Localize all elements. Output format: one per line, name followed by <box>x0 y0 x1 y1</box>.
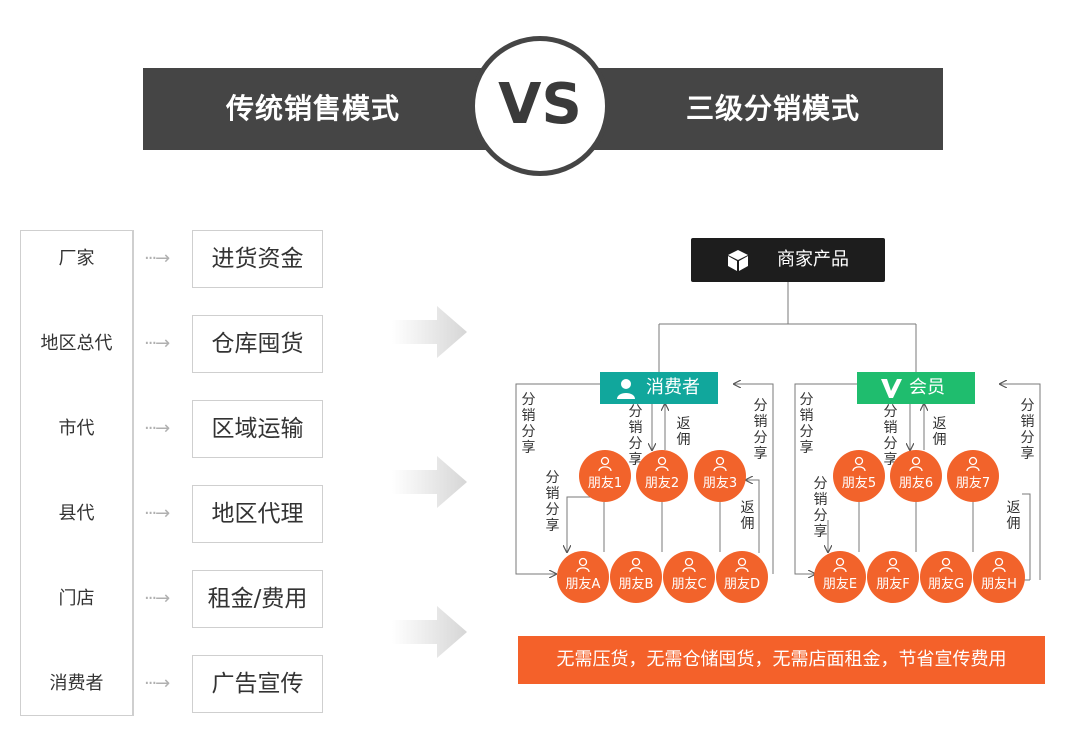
cost-box: 租金/费用 <box>192 570 323 628</box>
traditional-column-frame <box>20 230 133 716</box>
row-label: 市代 <box>58 418 95 439</box>
share-note: 分销分享 <box>753 398 768 462</box>
box-icon <box>728 250 748 271</box>
person-outline-icon <box>939 557 953 573</box>
dotted-arrow-icon: ···→ <box>144 588 170 609</box>
friend-label: 朋友H <box>981 577 1017 592</box>
friend-node: 朋友7 <box>947 450 999 502</box>
friend-label: 朋友C <box>671 577 707 592</box>
person-outline-icon <box>833 557 847 573</box>
friend-node: 朋友A <box>557 551 609 603</box>
traditional-title: 传统销售模式 <box>225 92 400 125</box>
person-outline-icon <box>886 557 900 573</box>
cost-box: 地区代理 <box>192 485 323 543</box>
cost-box: 广告宣传 <box>192 655 323 713</box>
person-outline-icon <box>598 456 612 472</box>
rebate-note: 返佣 <box>1006 500 1021 532</box>
friend-node: 朋友1 <box>579 450 631 502</box>
rebate-note: 返佣 <box>676 416 691 448</box>
friend-label: 朋友5 <box>841 476 877 491</box>
row-label: 县代 <box>58 503 95 524</box>
traditional-row: 市代 ···→ 区域运输 <box>20 400 330 458</box>
share-note: 分销分享 <box>813 476 828 540</box>
person-outline-icon <box>629 557 643 573</box>
friend-node: 朋友3 <box>694 450 746 502</box>
friend-node: 朋友D <box>716 551 768 603</box>
consumer-tag: 消费者 <box>600 372 718 404</box>
dotted-arrow-icon: ···→ <box>144 333 170 354</box>
person-outline-icon <box>852 456 866 472</box>
friend-node: 朋友F <box>867 551 919 603</box>
friend-label: 朋友3 <box>702 476 738 491</box>
rebate-note: 返佣 <box>740 500 755 532</box>
traditional-row: 地区总代 ···→ 仓库囤货 <box>20 315 330 373</box>
person-outline-icon <box>655 456 669 472</box>
benefits-banner: 无需压货，无需仓储囤货，无需店面租金，节省宣传费用 <box>518 636 1045 684</box>
friend-node: 朋友C <box>663 551 715 603</box>
row-label: 厂家 <box>58 248 95 269</box>
friend-label: 朋友D <box>723 577 760 592</box>
cost-box: 仓库囤货 <box>192 315 323 373</box>
big-arrow-icon <box>392 306 467 358</box>
big-arrow-icon <box>392 456 467 508</box>
share-note: 分销分享 <box>883 404 898 468</box>
person-outline-icon <box>909 456 923 472</box>
friend-label: 朋友7 <box>955 476 991 491</box>
friend-label: 朋友E <box>822 577 858 592</box>
share-note: 分销分享 <box>545 470 560 534</box>
member-tag: 会员 <box>857 372 975 404</box>
cost-box: 区域运输 <box>192 400 323 458</box>
traditional-row: 消费者 ···→ 广告宣传 <box>20 655 330 713</box>
friend-label: 朋友F <box>876 577 910 592</box>
friend-label: 朋友G <box>927 577 965 592</box>
person-outline-icon <box>682 557 696 573</box>
dotted-arrow-icon: ···→ <box>144 673 170 694</box>
person-icon <box>617 379 635 399</box>
friend-node: 朋友6 <box>890 450 942 502</box>
vs-badge: VS <box>470 36 610 176</box>
rebate-note: 返佣 <box>932 416 947 448</box>
row-label: 地区总代 <box>40 333 113 354</box>
share-note: 分销分享 <box>521 392 536 456</box>
dotted-arrow-icon: ···→ <box>144 248 170 269</box>
traditional-row: 厂家 ···→ 进货资金 <box>20 230 330 288</box>
dotted-arrow-icon: ···→ <box>144 503 170 524</box>
friend-node: 朋友2 <box>636 450 688 502</box>
person-outline-icon <box>576 557 590 573</box>
distribution-title: 三级分销模式 <box>685 92 860 125</box>
friend-node: 朋友G <box>920 551 972 603</box>
big-arrow-icon <box>392 606 467 658</box>
friend-node: 朋友H <box>973 551 1025 603</box>
friend-node: 朋友E <box>814 551 866 603</box>
row-label: 门店 <box>58 588 95 609</box>
friend-node: 朋友5 <box>833 450 885 502</box>
friend-label: 朋友1 <box>587 476 623 491</box>
friend-label: 朋友2 <box>644 476 680 491</box>
tag-label: 会员 <box>909 377 945 398</box>
traditional-row: 门店 ···→ 租金/费用 <box>20 570 330 628</box>
node-label: 商家产品 <box>777 249 849 270</box>
share-note: 分销分享 <box>799 392 814 456</box>
friend-label: 朋友B <box>618 577 654 592</box>
friend-label: 朋友A <box>565 577 601 592</box>
tag-label: 消费者 <box>646 377 700 398</box>
v-icon <box>881 379 902 398</box>
person-outline-icon <box>966 456 980 472</box>
share-note: 分销分享 <box>1020 398 1035 462</box>
friend-label: 朋友6 <box>898 476 934 491</box>
person-outline-icon <box>992 557 1006 573</box>
merchant-product-node: 商家产品 <box>691 238 885 282</box>
person-outline-icon <box>735 557 749 573</box>
cost-box: 进货资金 <box>192 230 323 288</box>
traditional-column-divider <box>132 230 134 716</box>
dotted-arrow-icon: ···→ <box>144 418 170 439</box>
row-label: 消费者 <box>49 673 104 694</box>
person-outline-icon <box>713 456 727 472</box>
friend-node: 朋友B <box>610 551 662 603</box>
traditional-row: 县代 ···→ 地区代理 <box>20 485 330 543</box>
share-note: 分销分享 <box>628 404 643 468</box>
